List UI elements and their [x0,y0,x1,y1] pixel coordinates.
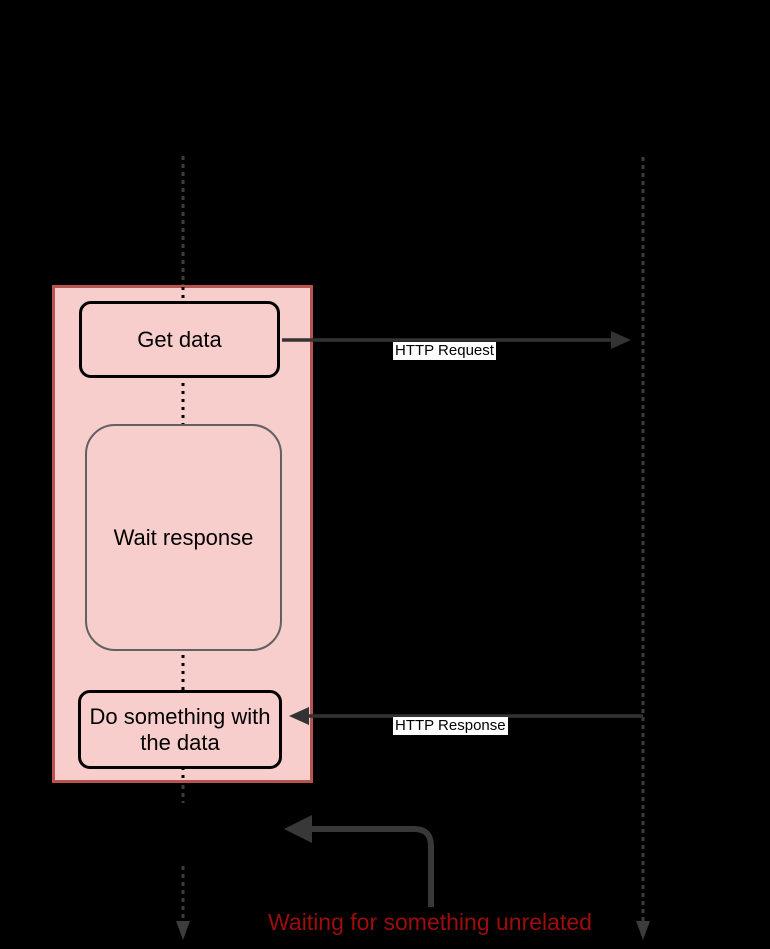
callback-curved-arrow-line [309,826,434,907]
http-response-label: HTTP Response [393,717,508,735]
left-lifeline-arrowhead-icon [176,921,190,940]
node-wait-response-label: Wait response [113,524,254,550]
waiting-caption: Waiting for something unrelated [268,909,592,935]
http-request-arrowhead-icon [611,331,631,349]
callback-arrowhead-icon [284,815,312,843]
node-wait-response: Wait response [85,424,282,651]
node-do-something-with-data: Do something with the data [78,690,282,769]
node-get-data-label: Get data [137,326,222,352]
right-lifeline-arrowhead-icon [636,921,650,940]
http-request-label: HTTP Request [393,342,496,360]
node-do-something-label: Do something with the data [89,704,271,755]
node-get-data: Get data [79,301,280,378]
